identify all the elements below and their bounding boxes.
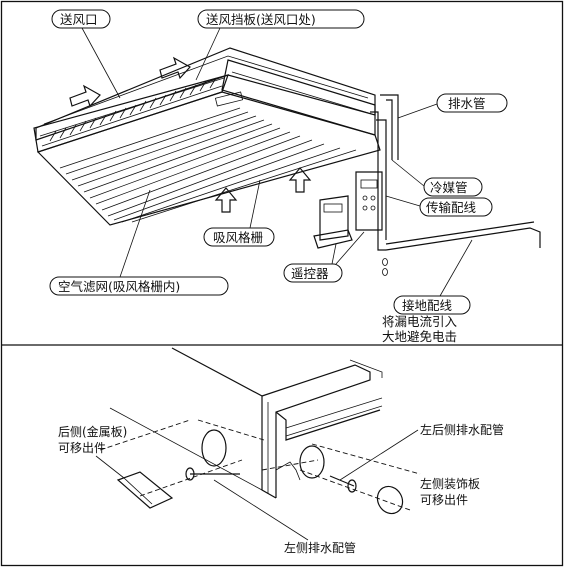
label-drain-pipe: 排水管 [448, 96, 486, 111]
label-left-drain: 左侧排水配管 [284, 540, 356, 555]
side-panel-illustration [99, 347, 421, 515]
label-left-cover-line1: 左侧装饰板 [420, 476, 480, 491]
top-labels: 送风口 送风挡板(送风口处) 排水管 冷媒管 传输配线 吸风格栅 遥控器 空气滤… [49, 9, 508, 344]
label-left-cover-line2: 可移出件 [420, 493, 468, 507]
label-remote-controller: 遥控器 [291, 266, 329, 281]
label-ground-note-line1: 将漏电流引入 [382, 314, 458, 329]
label-intake-grille: 吸风格栅 [213, 230, 263, 245]
indoor-unit-illustration [33, 47, 541, 276]
label-ground-wiring: 接地配线 [402, 298, 453, 313]
label-air-filter: 空气滤网(吸风格栅内) [58, 279, 180, 294]
remote-controller-icon [313, 171, 383, 249]
label-rear-panel-line2: 可移出件 [58, 441, 106, 455]
label-left-rear-drain: 左后侧排水配管 [420, 422, 504, 437]
label-supply-louver: 送风挡板(送风口处) [206, 12, 316, 27]
label-refrigerant-pipe: 冷媒管 [430, 180, 468, 195]
label-ground-note-line2: 大地避免电击 [382, 329, 457, 344]
bottom-labels: 后侧(金属板) 可移出件 左后侧排水配管 左侧装饰板 可移出件 左侧排水配管 [58, 422, 504, 555]
label-supply-outlet: 送风口 [60, 12, 98, 27]
label-transmission-wiring: 传输配线 [426, 200, 477, 215]
label-rear-panel-line1: 后侧(金属板) [58, 424, 127, 439]
